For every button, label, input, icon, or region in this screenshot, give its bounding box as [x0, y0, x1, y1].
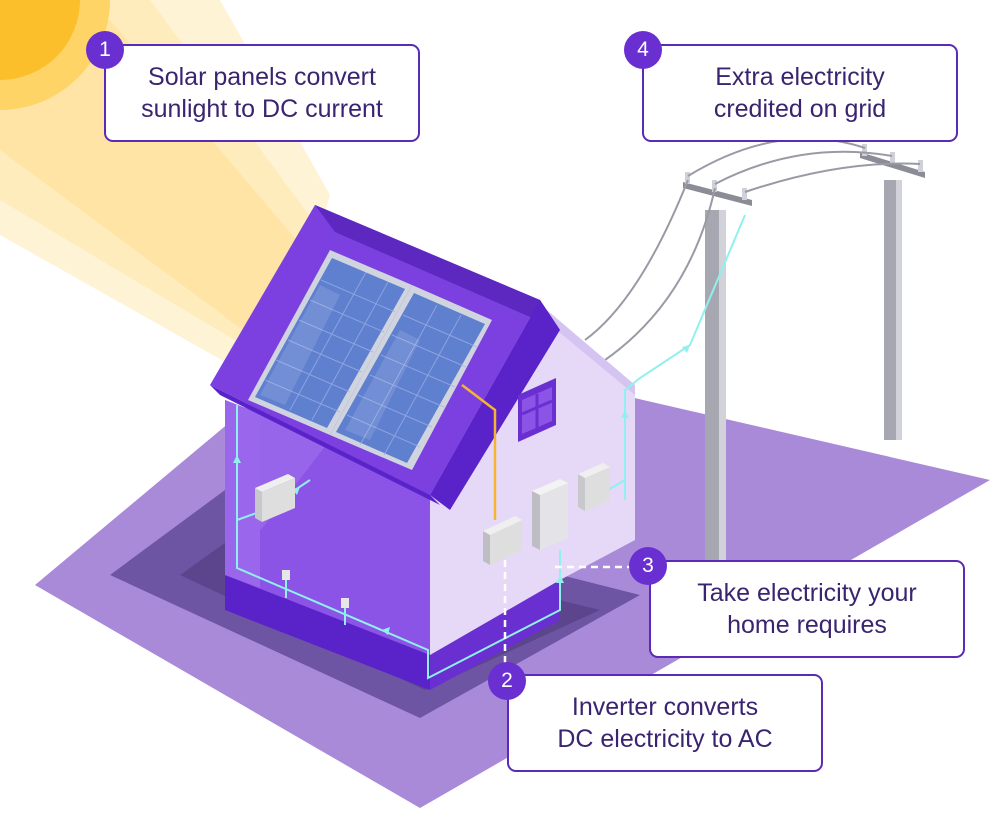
dc-wire: [461, 384, 497, 520]
step-1-badge: 1: [86, 31, 124, 69]
step-1-line-2: sunlight to DC current: [141, 95, 383, 123]
step-4-badge: 4: [624, 31, 662, 69]
utility-poles: [584, 137, 925, 560]
step-2-line-1: Inverter converts: [571, 693, 759, 721]
step-3-line-2: home requires: [727, 611, 887, 639]
step-2-badge: 2: [488, 662, 526, 700]
callout-step-3: Take electricity your home requires: [649, 560, 965, 658]
step-1-line-1: Solar panels convert: [148, 63, 376, 91]
house-window: [518, 378, 556, 442]
step-3-line-1: Take electricity your: [697, 579, 917, 607]
step-2-line-2: DC electricity to AC: [557, 725, 773, 753]
step-4-line-1: Extra electricity: [715, 63, 885, 91]
solar-panels: [248, 250, 492, 470]
step-3-badge: 3: [629, 547, 667, 585]
house-foundation: [225, 570, 430, 690]
electrical-boxes: [255, 463, 610, 608]
step-4-line-2: credited on grid: [713, 95, 887, 123]
callout-step-4: Extra electricity credited on grid: [642, 44, 958, 142]
leader-lines: [503, 560, 630, 665]
callout-step-1: Solar panels convert sunlight to DC curr…: [104, 44, 420, 142]
callout-step-2: Inverter converts DC electricity to AC: [507, 674, 823, 772]
